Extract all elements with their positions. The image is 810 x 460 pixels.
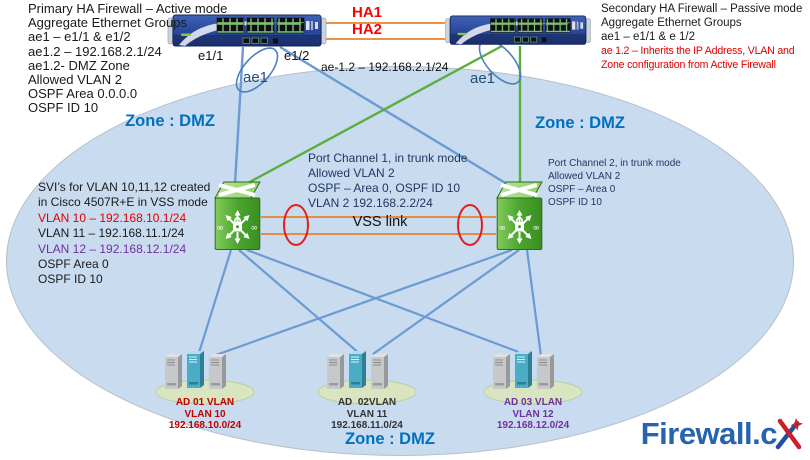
note-line: ae1.2 – 192.168.2.1/24: [28, 43, 162, 59]
note-line: Zone configuration from Active Firewall: [601, 59, 776, 71]
note-line: Allowed VLAN 2: [308, 166, 395, 180]
note-line: Port Channel 2, in trunk mode: [548, 158, 681, 169]
note-line: Allowed VLAN 2: [548, 171, 621, 182]
server-vlan: VLAN 12: [512, 408, 554, 420]
server-group-2-label: AD 02VLAN VLAN 11 192.168.11.0/24: [302, 397, 432, 432]
port-channel-1-notes: Port Channel 1, in trunk mode Allowed VL…: [308, 151, 467, 211]
note-line: OSPF – Area 0: [548, 184, 616, 195]
note-line: Secondary HA Firewall – Passive mode: [601, 3, 803, 15]
svi-notes: SVI’s for VLAN 10,11,12 created in Cisco…: [38, 180, 210, 288]
svg-text:∞: ∞: [499, 224, 507, 234]
note-line: OSPF ID 10: [28, 100, 99, 116]
logo-x-icon: [775, 418, 803, 450]
server-name: AD 02VLAN: [337, 397, 397, 408]
vss-switch-left-icon: ∞ ∞: [214, 181, 261, 250]
note-line: OSPF Area 0.0.0.0: [28, 86, 138, 102]
note-line: VLAN 11 – 192.168.11.1/24: [38, 226, 185, 241]
server-group-3-icon: [483, 351, 583, 405]
server-group-1-label: AD 01 VLAN VLAN 10 192.168.10.0/24: [140, 397, 270, 432]
note-line: VLAN 2 192.168.2.2/24: [308, 196, 433, 210]
note-line: VLAN 12 – 192.168.12.1/24: [38, 241, 187, 256]
ae1-label-left: ae1: [243, 69, 269, 86]
vss-switch-right-icon: ∞ ∞: [496, 181, 543, 250]
server-name: AD 01 VLAN: [175, 397, 235, 408]
zone-dmz-label-left: Zone : DMZ: [125, 112, 215, 130]
ae1-label-right: ae1: [470, 70, 496, 87]
zone-dmz-label-right: Zone : DMZ: [535, 114, 625, 132]
primary-firewall-notes: Primary HA Firewall – Active mode Aggreg…: [28, 1, 228, 116]
secondary-firewall-icon: [445, 15, 591, 45]
server-name: AD 03 VLAN: [503, 397, 563, 408]
note-line: ae1.2- DMZ Zone: [28, 57, 130, 73]
server-group-2-icon: [317, 351, 417, 405]
server-subnet: 192.168.12.0/24: [496, 420, 570, 431]
svg-text:∞: ∞: [217, 224, 225, 234]
server-vlan: VLAN 10: [184, 408, 226, 420]
note-line: ae 1.2 – Inherits the IP Address, VLAN a…: [601, 45, 795, 57]
server-group-1-icon: [155, 351, 255, 405]
server-vlan: VLAN 11: [346, 408, 388, 420]
e1-1-label: e1/1: [198, 48, 224, 63]
note-line: Aggregate Ethernet Groups: [28, 15, 187, 31]
firewall-cx-logo: Firewall.c: [641, 416, 804, 452]
note-line: ae1 – e1/1 & e1/2: [28, 29, 131, 45]
note-line: ae1 – e1/1 & e 1/2: [601, 31, 695, 43]
ha2-label: HA2: [351, 21, 382, 38]
server-subnet: 192.168.11.0/24: [331, 420, 403, 431]
svg-text:∞: ∞: [533, 224, 541, 234]
port-channel-2-notes: Port Channel 2, in trunk mode Allowed VL…: [548, 157, 681, 209]
note-line: VLAN 10 – 192.168.10.1/24: [38, 210, 187, 225]
note-line: Port Channel 1, in trunk mode: [308, 151, 468, 165]
note-line: Primary HA Firewall – Active mode: [28, 1, 228, 16]
secondary-firewall-notes: Secondary HA Firewall – Passive mode Agg…: [601, 2, 802, 72]
note-line: Aggregate Ethernet Groups: [601, 17, 742, 29]
server-subnet: 192.168.10.0/24: [168, 420, 242, 431]
note-line: Allowed VLAN 2: [28, 72, 122, 88]
logo-text: Firewall.c: [640, 416, 778, 451]
primary-firewall-icon: [167, 14, 327, 47]
note-line: in Cisco 4507R+E in VSS mode: [38, 195, 208, 210]
vss-link-label: VSS link: [352, 214, 408, 230]
note-line: SVI’s for VLAN 10,11,12 created: [38, 180, 211, 194]
server-group-3-label: AD 03 VLAN VLAN 12 192.168.12.0/24: [468, 397, 598, 432]
svg-text:∞: ∞: [251, 224, 259, 234]
note-line: OSPF ID 10: [38, 272, 103, 287]
zone-dmz-label-bottom: Zone : DMZ: [345, 430, 435, 448]
note-line: OSPF Area 0: [38, 257, 109, 272]
e1-2-label: e1/2: [284, 48, 310, 63]
ha1-label: HA1: [351, 4, 382, 21]
note-line: OSPF ID 10: [548, 197, 602, 208]
note-line: OSPF – Area 0, OSPF ID 10: [308, 181, 461, 195]
ae1-2-ip-label: ae-1.2 – 192.168.2.1/24: [321, 60, 449, 74]
